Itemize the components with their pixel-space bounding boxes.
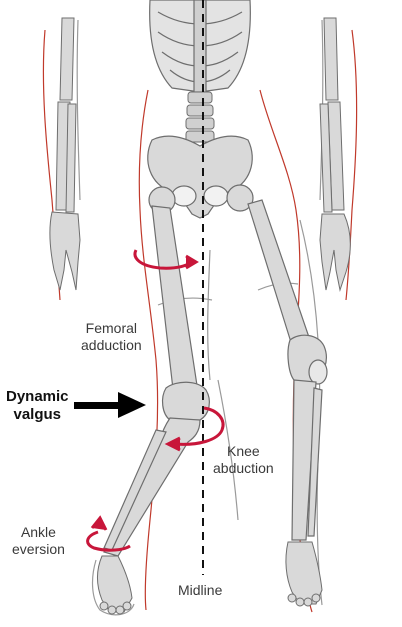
right-foot (286, 542, 322, 606)
rib-cage (150, 0, 251, 92)
femoral-adduction-label: Femoral adduction (81, 320, 142, 354)
left-tibia (104, 418, 200, 556)
knee-abduction-label: Knee abduction (213, 443, 274, 477)
left-arm-bones (50, 18, 80, 290)
dynamic-valgus-line2: valgus (6, 406, 69, 424)
ankle-eversion-line2: eversion (12, 541, 65, 558)
right-arm-bones (320, 18, 350, 290)
knee-abduction-line2: abduction (213, 460, 274, 477)
left-femur (149, 187, 209, 420)
arrow-right-icon (74, 392, 146, 418)
dynamic-valgus-line1: Dynamic (6, 388, 69, 406)
ankle-eversion-line1: Ankle (12, 524, 65, 541)
midline-label: Midline (178, 582, 222, 599)
left-foot (98, 556, 133, 614)
dynamic-valgus-label: Dynamic valgus (6, 388, 69, 424)
femoral-adduction-line2: adduction (81, 337, 142, 354)
knee-abduction-line1: Knee (213, 443, 274, 460)
ankle-eversion-label: Ankle eversion (12, 524, 65, 558)
lumbar-spine (186, 92, 214, 142)
femoral-adduction-line1: Femoral (81, 320, 142, 337)
